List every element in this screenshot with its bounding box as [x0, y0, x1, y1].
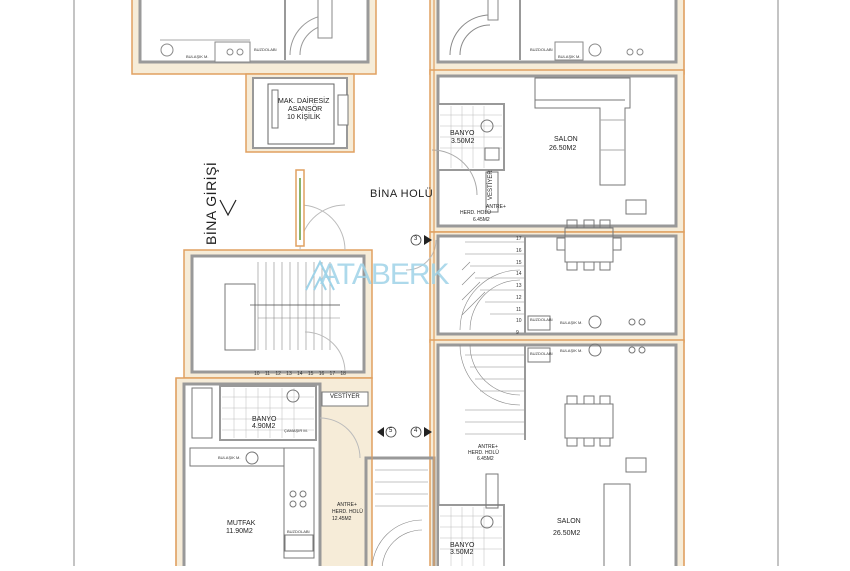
antre-left-area: 12.45M2: [332, 516, 352, 522]
stair-number: 14: [516, 271, 522, 278]
fridge-label-top-right: BUZDOLABI: [530, 47, 553, 52]
elevator-label-2: ASANSÖR: [288, 106, 323, 113]
mutfak-left-name: MUTFAK: [227, 520, 256, 527]
washer-label-left: ÇAMAŞIR M.: [284, 428, 308, 433]
building-hall-label: BİNA HOLÜ: [370, 188, 434, 200]
marker-5-circle: [385, 426, 397, 438]
banyo-bottom-name: BANYO: [450, 542, 475, 549]
antre-top-line1: ANTRE+: [486, 204, 506, 210]
salon-top-name: SALON: [554, 136, 578, 143]
fridge-label-left: BUZDOLABI: [287, 529, 310, 534]
stair-number: 18: [340, 371, 346, 377]
banyo-bottom-area: 3.50M2: [450, 549, 474, 556]
dishwasher-label-mid: BULAŞIK M.: [560, 320, 583, 325]
stair-number: 16: [516, 247, 522, 254]
top-left-unit: [131, 0, 377, 75]
banyo-top-name: BANYO: [450, 130, 475, 137]
left-lower-unit: [175, 377, 436, 571]
vestiyer-left-label: VESTİYER: [330, 394, 360, 400]
stair-numbers-bottom: 10 11 12 13 14 15 16 17 18: [254, 371, 346, 377]
marker-3-label: 3: [414, 236, 418, 242]
dishwasher-label-lower: BULAŞIK M.: [560, 348, 583, 353]
stair-numbers-right: 17 16 15 14 13 12 11 10 9: [516, 236, 522, 336]
salon-bottom-name: SALON: [557, 518, 581, 525]
stair-number: 14: [297, 371, 303, 377]
elevator-shaft: [245, 73, 355, 153]
stair-number: 17: [329, 371, 336, 377]
marker-4-label: 4: [414, 428, 418, 434]
watermark-logo-icon: [305, 259, 335, 291]
banyo-top-area: 3.50M2: [451, 138, 475, 145]
banyo-left-area: 4.90M2: [252, 423, 276, 430]
antre-left-line1: ANTRE+: [337, 502, 357, 508]
marker-3-arrow-icon: [424, 235, 432, 245]
dishwasher-label-top-right: BULAŞIK M.: [558, 54, 581, 59]
marker-5-label: 5: [389, 428, 393, 434]
antre-left-line2: HERD. HOLÜ: [332, 509, 363, 515]
dishwasher-label-top-left: BULAŞIK M.: [186, 54, 209, 59]
fridge-label-lower: BUZDOLABI: [530, 351, 553, 356]
salon-top-area: 26.50M2: [549, 145, 577, 152]
stair-number: 15: [516, 259, 522, 266]
mutfak-left-area: 11.90M2: [226, 528, 253, 535]
marker-4-circle: [410, 426, 422, 438]
stair-number: 12: [275, 371, 281, 377]
antre-mid-line2: HERD. HOLÜ: [468, 450, 499, 456]
elevator-label-3: 10 KİŞİLİK: [287, 114, 321, 121]
watermark-text: ATABERK: [320, 258, 450, 291]
elevator-label-1: MAK. DAİRESİZ: [278, 98, 330, 105]
top-right-unit: [429, 0, 685, 75]
salon-bottom-area: 26.50M2: [553, 530, 581, 537]
marker-3-circle: [410, 234, 422, 246]
stair-number: 17: [516, 236, 522, 242]
fridge-label-top-left: BUZDOLABI: [254, 47, 277, 52]
stair-number: 13: [516, 283, 522, 289]
dishwasher-label-left: BULAŞIK M.: [218, 455, 241, 460]
stair-number: 12: [516, 294, 522, 301]
stair-number: 10: [516, 318, 522, 325]
antre-mid-line1: ANTRE+: [478, 444, 498, 450]
fridge-label-mid: BUZDOLABI: [530, 317, 553, 322]
stair-number: 9: [516, 330, 519, 336]
stair-number: 16: [318, 371, 325, 377]
banyo-left-name: BANYO: [252, 416, 277, 423]
sheet-border: [73, 0, 779, 571]
right-middle-unit: [429, 219, 685, 343]
stair-number: 10: [254, 371, 260, 377]
stair-number: 13: [286, 371, 292, 377]
building-entrance-label: BİNA GİRİŞİ: [203, 161, 219, 245]
entrance-arrow-icon: [219, 199, 237, 217]
stair-number: 11: [516, 306, 522, 313]
stair-number: 11: [264, 371, 271, 377]
right-upper-unit: [429, 69, 685, 233]
vestiyer-right-label: VESTİYER: [488, 170, 494, 200]
antre-top-area: 6.45M2: [473, 217, 490, 223]
antre-mid-area: 6.45M2: [477, 456, 494, 462]
main-stairwell: [183, 249, 373, 379]
antre-top-line2: HERD. HOLÜ: [460, 210, 491, 216]
marker-5-arrow-icon: [377, 427, 384, 437]
marker-4-arrow-icon: [424, 427, 432, 437]
stair-number: 15: [307, 371, 314, 377]
